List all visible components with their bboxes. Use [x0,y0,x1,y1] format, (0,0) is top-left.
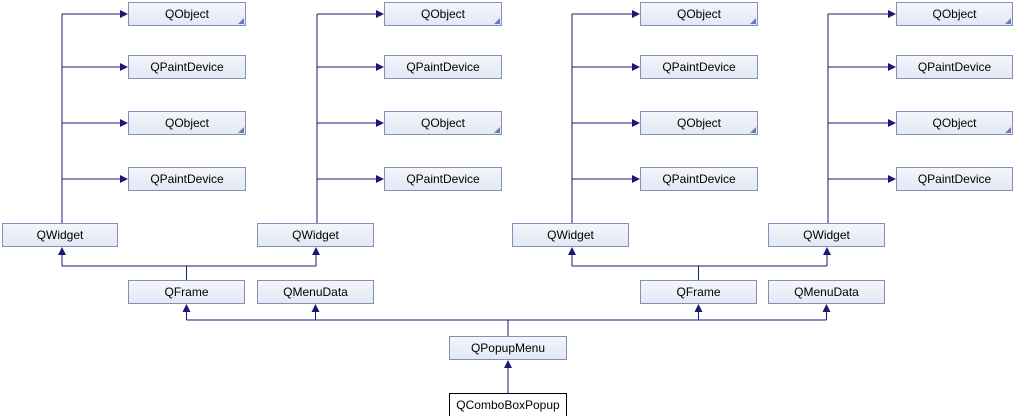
edge-arrowhead [182,304,191,312]
class-node-qobject[interactable]: QObject [640,111,758,135]
edge-arrowhead [120,63,128,71]
edge-arrowhead [632,119,640,127]
class-node-qpaintdevice[interactable]: QPaintDevice [128,55,246,79]
edge-arrowhead [694,304,703,312]
class-node-qobject[interactable]: QObject [384,2,502,26]
edge-arrowhead [888,10,896,18]
class-node-qobject[interactable]: QObject [640,2,758,26]
edge-arrowhead [120,10,128,18]
edge-arrowhead [312,247,320,255]
edge-arrowhead [632,63,640,71]
class-node-qobject[interactable]: QObject [896,111,1013,135]
class-node-qmenudata[interactable]: QMenuData [768,280,885,304]
class-node-qframe[interactable]: QFrame [640,280,757,304]
edge-arrowhead [376,10,384,18]
class-node-qobject[interactable]: QObject [896,2,1013,26]
class-node-qwidget[interactable]: QWidget [512,223,629,247]
edge-arrowhead [376,175,384,183]
class-node-qpaintdevice[interactable]: QPaintDevice [384,167,502,191]
class-node-qpaintdevice[interactable]: QPaintDevice [896,167,1013,191]
class-node-qcomboboxpopup-current: QComboBoxPopup [449,393,567,416]
class-node-qpaintdevice[interactable]: QPaintDevice [896,55,1013,79]
edge-arrowhead [120,175,128,183]
edge-arrowhead [888,119,896,127]
edge-arrowhead [823,247,831,255]
class-node-qpaintdevice[interactable]: QPaintDevice [640,167,758,191]
class-node-qwidget[interactable]: QWidget [2,223,118,247]
edge-arrowhead [376,63,384,71]
edge-arrowhead [632,10,640,18]
edge-arrowhead [376,119,384,127]
class-node-qpaintdevice[interactable]: QPaintDevice [640,55,758,79]
edge-arrowhead [822,304,831,312]
class-node-qpopupmenu[interactable]: QPopupMenu [449,336,567,360]
class-node-qwidget[interactable]: QWidget [257,223,374,247]
class-node-qmenudata[interactable]: QMenuData [257,280,374,304]
class-node-qobject[interactable]: QObject [128,2,246,26]
class-node-qframe[interactable]: QFrame [128,280,245,304]
edge-arrowhead [568,247,576,255]
edge-arrowhead [888,63,896,71]
edge-arrowhead [58,247,66,255]
class-node-qwidget[interactable]: QWidget [768,223,885,247]
edge-arrowhead [888,175,896,183]
edge-arrowhead [632,175,640,183]
class-node-qobject[interactable]: QObject [128,111,246,135]
class-node-qpaintdevice[interactable]: QPaintDevice [128,167,246,191]
edge-arrowhead [120,119,128,127]
class-node-qpaintdevice[interactable]: QPaintDevice [384,55,502,79]
class-node-qobject[interactable]: QObject [384,111,502,135]
edge-arrowhead [504,360,512,368]
edge-arrowhead [311,304,320,312]
